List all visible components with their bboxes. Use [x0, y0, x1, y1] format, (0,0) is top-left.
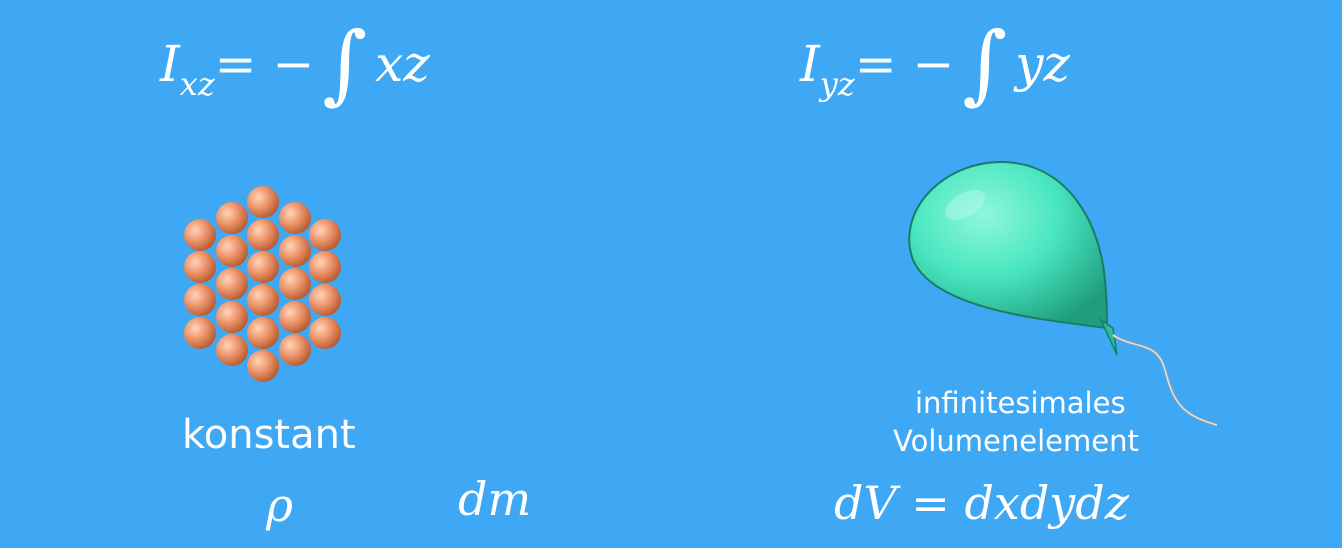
ixz-equals: = −: [214, 35, 315, 93]
sphere: [309, 251, 341, 283]
iyz-subscript: yz: [819, 65, 855, 103]
dv-formula: dV = dxdydz: [834, 476, 1129, 530]
formula-ixz: Ixz= −∫xz: [160, 14, 430, 114]
sphere: [279, 301, 311, 333]
dm-formula: dm: [458, 472, 532, 526]
volume-element-label-line2: Volumenelement: [893, 424, 1139, 458]
sphere: [279, 334, 311, 366]
sphere: [279, 235, 311, 267]
balloon-body: [908, 160, 1109, 330]
balloon-knot: [1099, 317, 1118, 356]
sphere: [184, 284, 216, 316]
balloon-string: [1112, 333, 1218, 427]
sphere-cluster-icon: [184, 186, 341, 382]
sphere: [247, 186, 279, 218]
volume-element-label-line1: infinitesimales: [915, 386, 1126, 420]
sphere: [247, 350, 279, 382]
sphere: [184, 251, 216, 283]
ixz-symbol: I: [160, 35, 180, 93]
sphere: [247, 284, 279, 316]
sphere: [279, 202, 311, 234]
sphere: [216, 301, 248, 333]
ixz-integral-sign: ∫: [322, 14, 368, 114]
iyz-integral-sign: ∫: [962, 14, 1008, 114]
sphere: [216, 334, 248, 366]
ixz-integrand: xz: [375, 35, 430, 93]
balloon-icon: [908, 160, 1218, 427]
sphere: [279, 268, 311, 300]
konstant-label: konstant: [182, 412, 356, 458]
sphere: [247, 219, 279, 251]
formula-iyz: Iyz= −∫yz: [800, 14, 1070, 114]
iyz-integrand: yz: [1015, 35, 1070, 93]
sphere: [309, 284, 341, 316]
sphere: [184, 219, 216, 251]
iyz-equals: = −: [854, 35, 955, 93]
ixz-subscript: xz: [179, 65, 215, 103]
sphere: [247, 251, 279, 283]
sphere: [216, 202, 248, 234]
sphere: [216, 235, 248, 267]
sphere: [309, 219, 341, 251]
sphere: [216, 268, 248, 300]
rho-symbol: ρ: [266, 478, 294, 532]
iyz-symbol: I: [800, 35, 820, 93]
sphere: [247, 317, 279, 349]
sphere: [309, 317, 341, 349]
sphere: [184, 317, 216, 349]
